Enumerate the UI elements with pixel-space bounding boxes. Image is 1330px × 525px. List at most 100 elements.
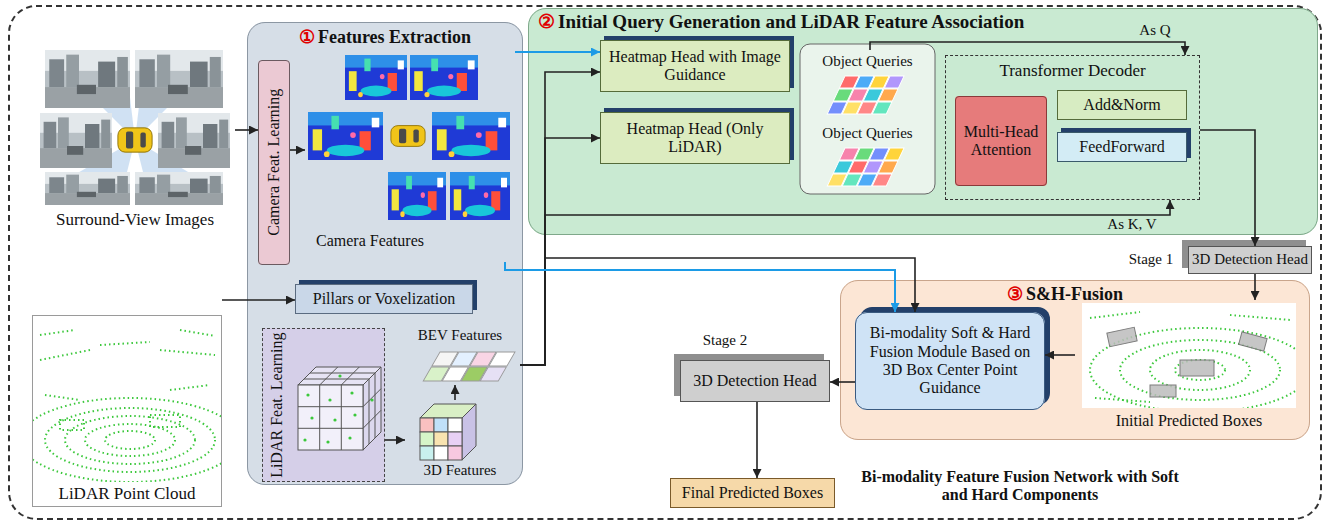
step-number: ① (299, 27, 315, 48)
connector-arrow (1045, 354, 1075, 356)
lidar-voxel-cube (298, 367, 381, 450)
node-label: Surround-View Images (56, 210, 214, 230)
circle-shape (338, 374, 341, 377)
point-cloud (33, 330, 221, 482)
node-label: Bi-modality Soft & Hard Fusion Module Ba… (862, 324, 1038, 398)
text-slot: BEV Features (400, 326, 520, 346)
node-label: Object Queries (822, 125, 912, 142)
connector-arrow (290, 149, 305, 151)
node-label: Pillars or Voxelization (313, 290, 456, 308)
process-box: Heatmap Head with Image Guidance (600, 40, 790, 92)
rect-shape (854, 76, 874, 88)
g-shape (303, 374, 373, 443)
rect-shape (489, 352, 515, 366)
rect-shape (451, 352, 477, 366)
g-shape (1107, 327, 1267, 397)
connector-arrow (505, 262, 895, 312)
rect-shape (420, 446, 434, 460)
connector-arrow (1254, 274, 1256, 300)
node-label: FeedForward (1079, 138, 1164, 156)
node-label: 3D Features (424, 462, 497, 479)
use-shape (158, 113, 230, 168)
text-slot: LiDAR Feat. Learning (264, 330, 290, 480)
edge-label-patch: As Q (1128, 22, 1182, 40)
rect-shape (878, 89, 898, 101)
ellipse-shape (105, 431, 155, 449)
bev-grid (423, 352, 515, 381)
connector-arrow (520, 258, 915, 365)
text-slot: FeedForward (1061, 136, 1183, 158)
text-slot: Object Queries (805, 52, 930, 72)
polygon-shape (420, 404, 476, 418)
rect-shape (1150, 385, 1176, 397)
attention-box: Multi-Head Attention (955, 96, 1047, 186)
text-slot: Bi-modality Soft & Hard Fusion Module Ba… (862, 319, 1038, 403)
text-slot: Camera Feat. Learning (258, 60, 290, 265)
text-slot: LiDAR Point Cloud (32, 483, 222, 505)
process-box: Heatmap Head (Only LiDAR) (600, 112, 790, 164)
ellipse-shape (1120, 340, 1280, 400)
point-cloud-panel: LiDAR Point Cloud (32, 315, 222, 507)
rect-shape (1082, 303, 1296, 408)
connector-arrow (520, 72, 600, 365)
rect-shape (827, 174, 847, 186)
use-shape (118, 128, 152, 152)
rect-shape (842, 102, 862, 114)
step-number: ③ (1007, 284, 1023, 305)
rect-shape (863, 89, 883, 101)
rect-shape (434, 432, 448, 446)
bev-grid: BEV Features (400, 325, 520, 385)
use-shape (450, 172, 510, 220)
rect-shape (423, 367, 449, 381)
stage-panel: ②Initial Query Generation and LiDAR Feat… (528, 8, 1318, 235)
polygon-shape (55, 55, 135, 140)
node-label: Camera Features (316, 232, 424, 250)
node-label: Camera Feat. Learning (265, 60, 283, 265)
rect-shape (60, 420, 84, 430)
rect-shape (448, 418, 462, 432)
rect-shape (869, 76, 889, 88)
section-title: S&H-Fusion (1026, 284, 1123, 305)
polygon-shape (135, 140, 218, 200)
connector-arrow (870, 42, 1185, 55)
node-label: Final Predicted Boxes (682, 484, 823, 502)
image-group: Surround-View Images (35, 45, 235, 235)
query-container (800, 44, 935, 194)
circle-shape (326, 440, 329, 443)
connector-arrow (830, 381, 855, 383)
ellipse-shape (45, 408, 215, 472)
ellipse-shape (65, 416, 195, 464)
use-shape (135, 172, 223, 205)
text-slot: Object Queries (805, 124, 930, 144)
circle-shape (353, 413, 356, 416)
output-box: Final Predicted Boxes (670, 478, 835, 508)
rect-shape (420, 432, 434, 446)
connector-arrow (756, 402, 758, 478)
feature-cube (420, 404, 476, 460)
rect-shape (448, 432, 462, 446)
ellipse-shape (85, 424, 175, 456)
node-label: LiDAR Point Cloud (59, 484, 196, 504)
text-slot: 3D Detection Head (1192, 250, 1308, 270)
image-panel: Initial Predicted Boxes (1075, 300, 1303, 432)
circle-shape (348, 436, 351, 439)
stage-label-slot: Stage 2 (688, 331, 762, 351)
node-label: Add&Norm (1083, 96, 1160, 114)
section-title: Features Extraction (318, 27, 471, 48)
predicted-boxes-image (1082, 303, 1310, 412)
g-shape (1090, 312, 1296, 408)
text-slot: Multi-Head Attention (959, 100, 1043, 182)
stage-panel: ③S&H-FusionBi-modality Soft & Hard Fusio… (840, 280, 1310, 440)
rect-shape (470, 352, 496, 366)
rect-shape (833, 89, 853, 101)
detection-head: 3D Detection Head (680, 360, 830, 402)
query-tiles (827, 76, 904, 114)
query-grid: Object Queries (805, 50, 930, 120)
text-slot: 3D Features (405, 462, 515, 480)
polygon-shape (135, 55, 215, 140)
use-shape (388, 172, 446, 220)
process-box: FeedForward (1057, 132, 1187, 162)
query-grid: Object Queries (805, 122, 930, 190)
surround-view-images (40, 50, 230, 205)
polygon-shape (298, 367, 381, 385)
